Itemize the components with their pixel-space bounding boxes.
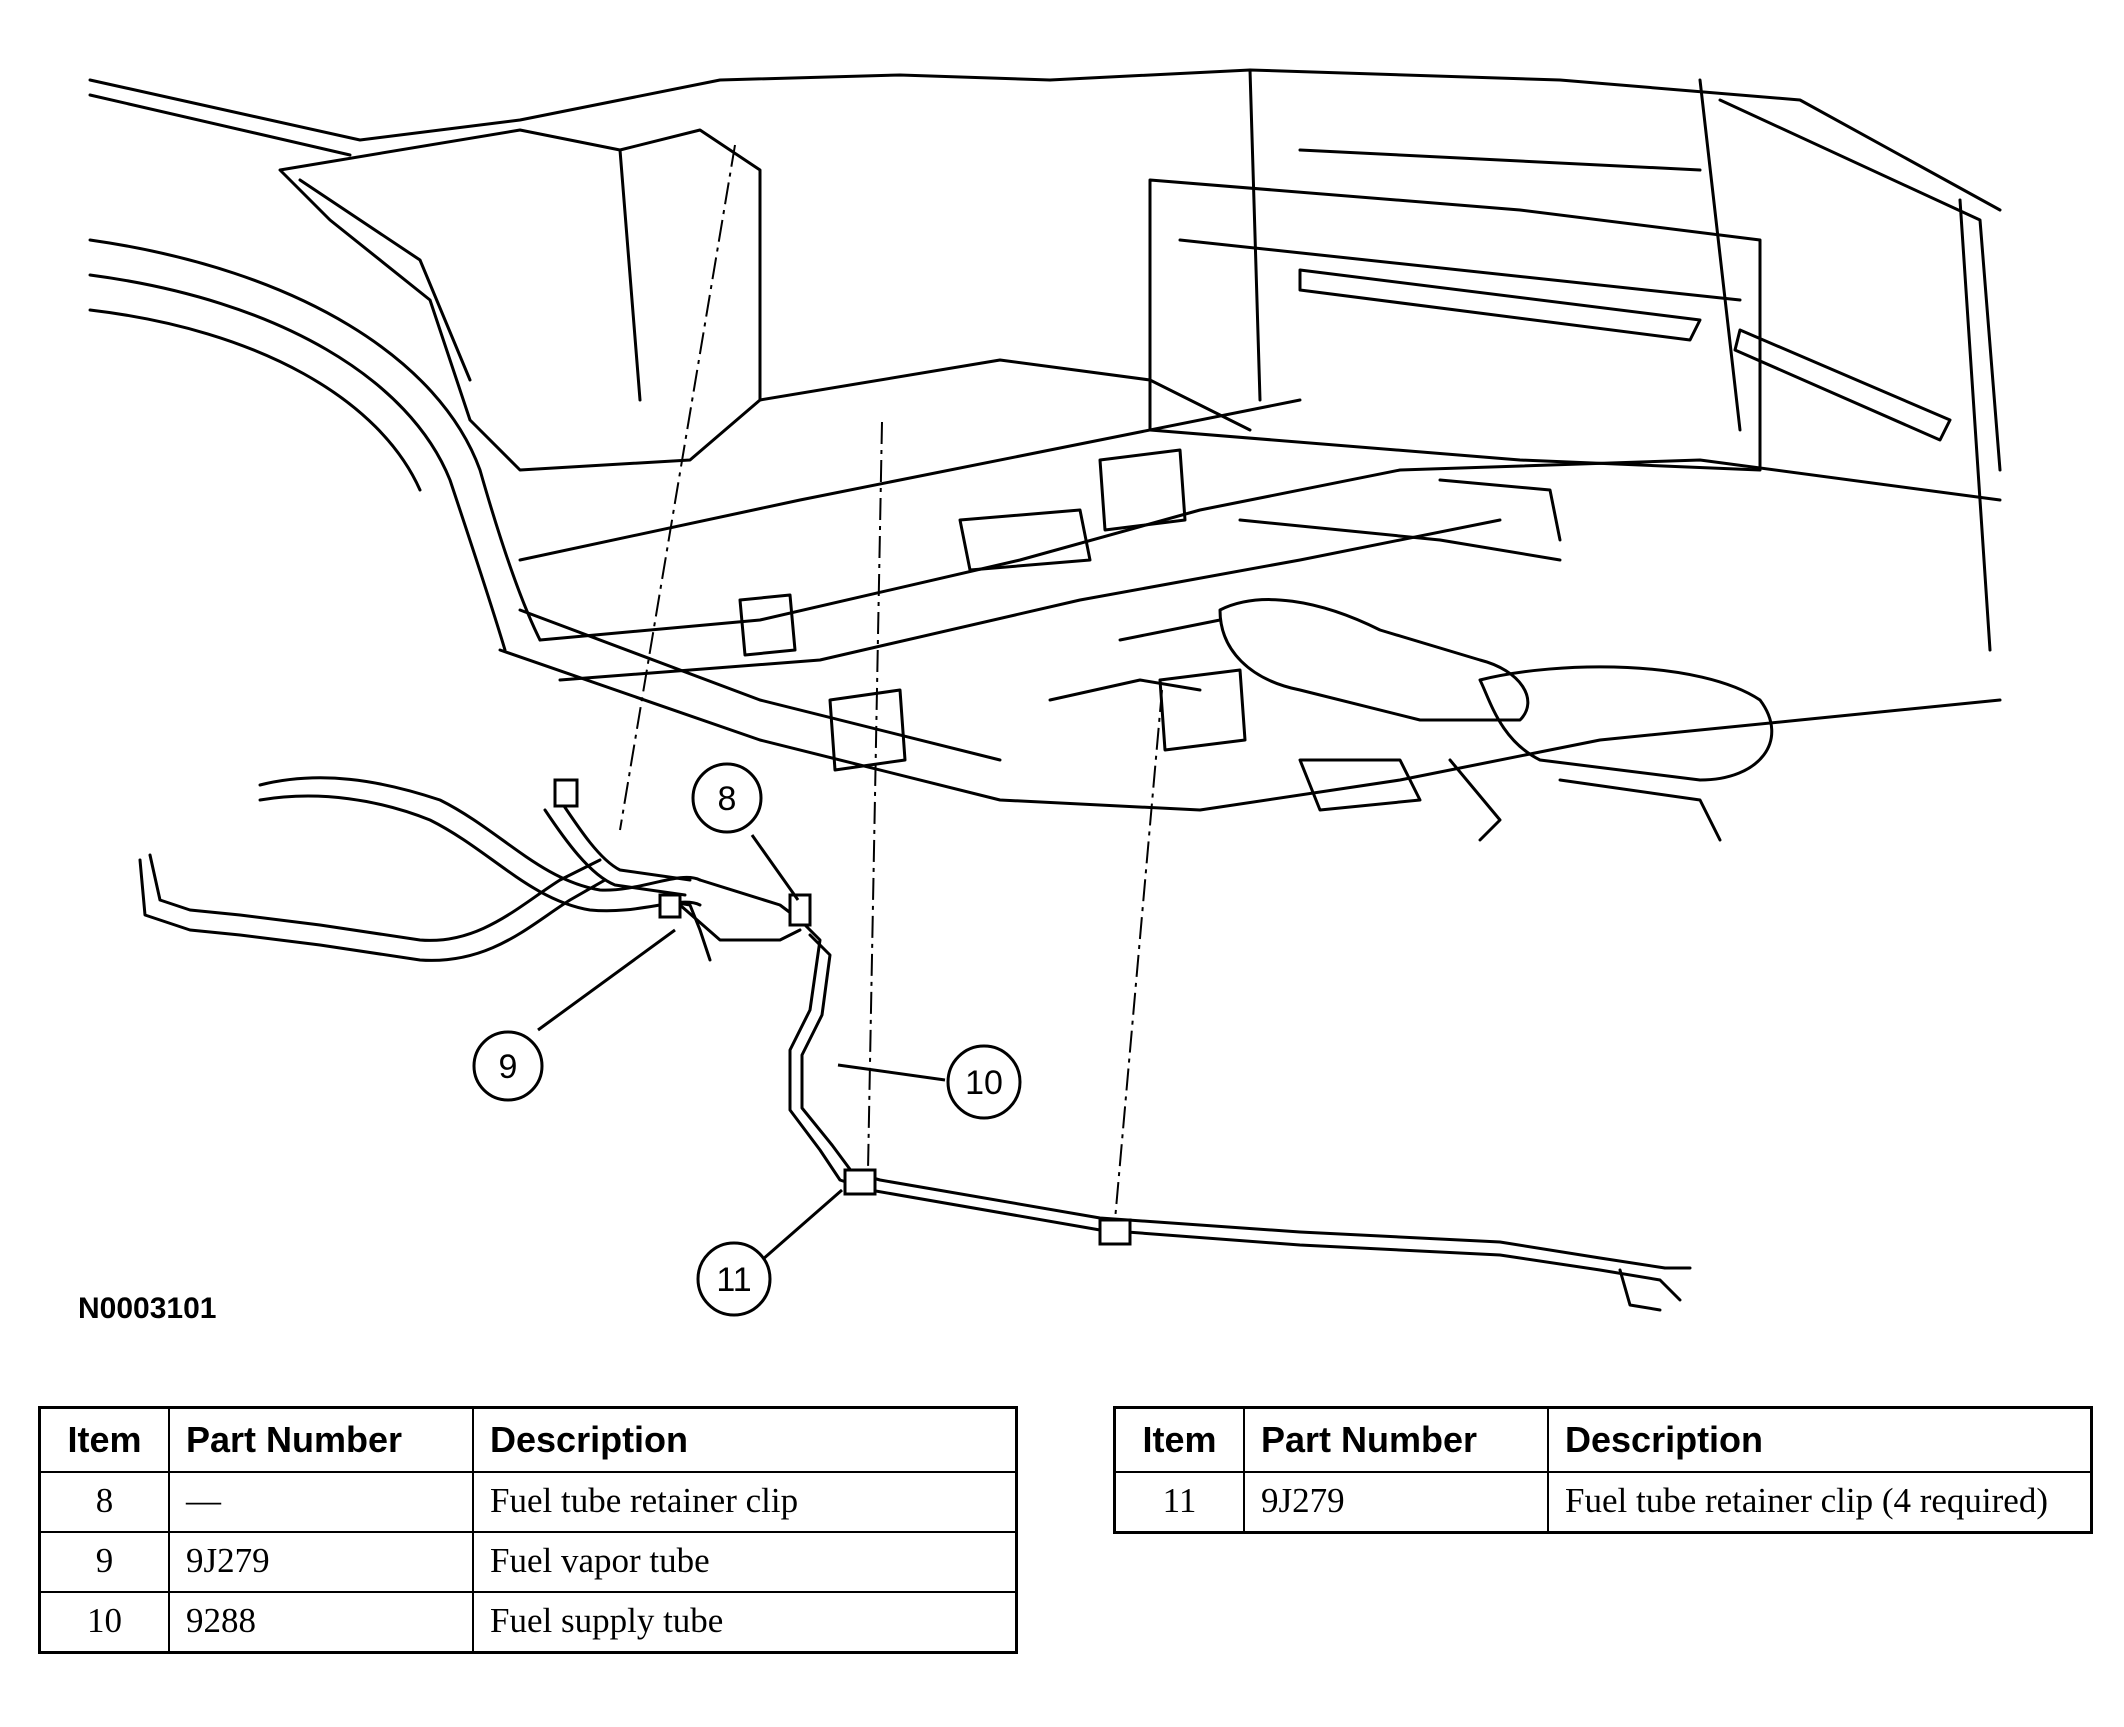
header-item: Item (38, 1406, 170, 1473)
table-row: 11 9J279 Fuel tube retainer clip (4 requ… (1113, 1471, 2093, 1534)
cell-part-number: 9288 (168, 1591, 474, 1654)
cell-description: Fuel tube retainer clip (472, 1471, 1018, 1533)
callout-8: 8 (691, 762, 763, 834)
callout-11-label: 11 (716, 1261, 751, 1299)
parts-table-left: Item Part Number Description 8 — Fuel tu… (38, 1406, 1018, 1654)
header-part-number: Part Number (1243, 1406, 1549, 1473)
cell-item: 10 (38, 1591, 170, 1654)
callout-9-label: 9 (499, 1048, 518, 1086)
cell-item: 9 (38, 1531, 170, 1593)
vehicle-body-linework (88, 68, 2002, 842)
fuel-filler-hoses (138, 776, 802, 962)
header-description: Description (472, 1406, 1018, 1473)
table-header-row: Item Part Number Description (38, 1406, 1018, 1473)
dash-dot-leader-lines (619, 144, 1163, 1221)
figure-id: N0003101 (78, 1292, 217, 1325)
header-item: Item (1113, 1406, 1245, 1473)
fuel-supply-tube (788, 918, 1692, 1312)
callout-leaders (537, 834, 946, 1262)
retainer-clips (553, 778, 1132, 1246)
callout-10: 10 (946, 1044, 1022, 1120)
cell-description: Fuel tube retainer clip (4 required) (1547, 1471, 2093, 1534)
cell-part-number: 9J279 (1243, 1471, 1549, 1534)
callout-11: 11 (696, 1241, 772, 1317)
callout-8-label: 8 (718, 780, 737, 818)
table-row: 10 9288 Fuel supply tube (38, 1591, 1018, 1654)
cell-item: 11 (1113, 1471, 1245, 1534)
table-row: 9 9J279 Fuel vapor tube (38, 1531, 1018, 1593)
header-description: Description (1547, 1406, 2093, 1473)
header-part-number: Part Number (168, 1406, 474, 1473)
cell-item: 8 (38, 1471, 170, 1533)
vehicle-underbody-diagram: 8 9 10 11 (88, 68, 2002, 1317)
cell-description: Fuel vapor tube (472, 1531, 1018, 1593)
cell-part-number: — (168, 1471, 474, 1533)
table-row: 8 — Fuel tube retainer clip (38, 1471, 1018, 1533)
parts-table-right: Item Part Number Description 11 9J279 Fu… (1113, 1406, 2093, 1534)
callout-10-label: 10 (965, 1064, 1003, 1102)
callout-9: 9 (472, 1030, 544, 1102)
cell-description: Fuel supply tube (472, 1591, 1018, 1654)
cell-part-number: 9J279 (168, 1531, 474, 1593)
table-header-row: Item Part Number Description (1113, 1406, 2093, 1473)
